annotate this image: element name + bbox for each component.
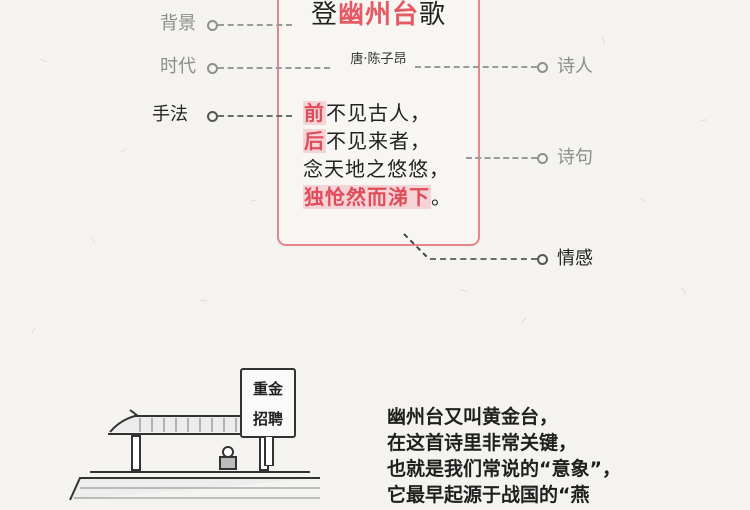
label-poet: 诗人 xyxy=(557,56,593,77)
poem-title-suffix: 歌 xyxy=(419,0,447,30)
connector-dot-emotion xyxy=(537,254,548,265)
poem-title-prefix: 登 xyxy=(310,0,338,30)
connector-dot-poet xyxy=(537,62,548,73)
connector-dot-technique xyxy=(207,111,218,122)
connector-emotion-bend xyxy=(403,233,429,259)
label-verses: 诗句 xyxy=(557,147,593,168)
sign-line-2: 招聘 xyxy=(252,410,283,428)
connector-dot-era xyxy=(207,63,218,74)
poem-line-3-text: 念天地之悠悠， xyxy=(303,157,450,181)
connector-verses xyxy=(466,157,537,159)
poem-author: 唐·陈子昂 xyxy=(350,52,407,67)
poem-card: 登幽州台歌 唐·陈子昂 前不见古人， 后不见来者， 念天地之悠悠， 独怆然而涕下… xyxy=(277,0,480,246)
connector-dot-verses xyxy=(537,153,548,164)
label-technique: 手法 xyxy=(152,104,188,125)
label-background: 背景 xyxy=(160,13,196,34)
connector-technique xyxy=(218,115,292,117)
recruitment-sign: 重金 招聘 xyxy=(240,368,296,438)
description-line-4: 它最早起源于战国的“燕 xyxy=(387,484,590,506)
poem-title-highlight: 幽州台 xyxy=(337,0,419,30)
label-emotion: 情感 xyxy=(557,248,593,269)
description-line-2: 在这首诗里非常关键， xyxy=(387,432,578,454)
sign-post xyxy=(264,436,274,466)
poem-line-2-text: 不见来者， xyxy=(326,129,431,153)
poem-line-2-mark: 后 xyxy=(303,129,326,153)
description-text: 幽州台又叫黄金台， 在这首诗里非常关键， 也就是我们常说的“意象”， 它最早起源… xyxy=(387,404,621,508)
connector-emotion xyxy=(430,258,537,260)
label-era: 时代 xyxy=(160,56,196,77)
poem-line-3: 念天地之悠悠， xyxy=(303,156,450,182)
poem-line-4-text: 。 xyxy=(431,185,452,209)
poem-line-1-text: 不见古人， xyxy=(326,101,431,125)
poem-line-4: 独怆然而涕下。 xyxy=(303,184,452,210)
poem-title: 登幽州台歌 xyxy=(279,0,478,32)
sign-line-1: 重金 xyxy=(252,380,283,398)
description-line-3: 也就是我们常说的“意象”， xyxy=(387,458,621,480)
poem-line-1-mark: 前 xyxy=(303,101,326,125)
poem-line-1: 前不见古人， xyxy=(303,100,431,126)
connector-dot-background xyxy=(207,20,218,31)
connector-era xyxy=(218,67,330,69)
poem-line-2: 后不见来者， xyxy=(303,128,431,154)
description-line-1: 幽州台又叫黄金台， xyxy=(387,406,559,428)
poem-line-4-mark: 独怆然而涕下 xyxy=(303,185,431,209)
connector-poet xyxy=(415,66,537,68)
connector-background xyxy=(218,24,292,26)
